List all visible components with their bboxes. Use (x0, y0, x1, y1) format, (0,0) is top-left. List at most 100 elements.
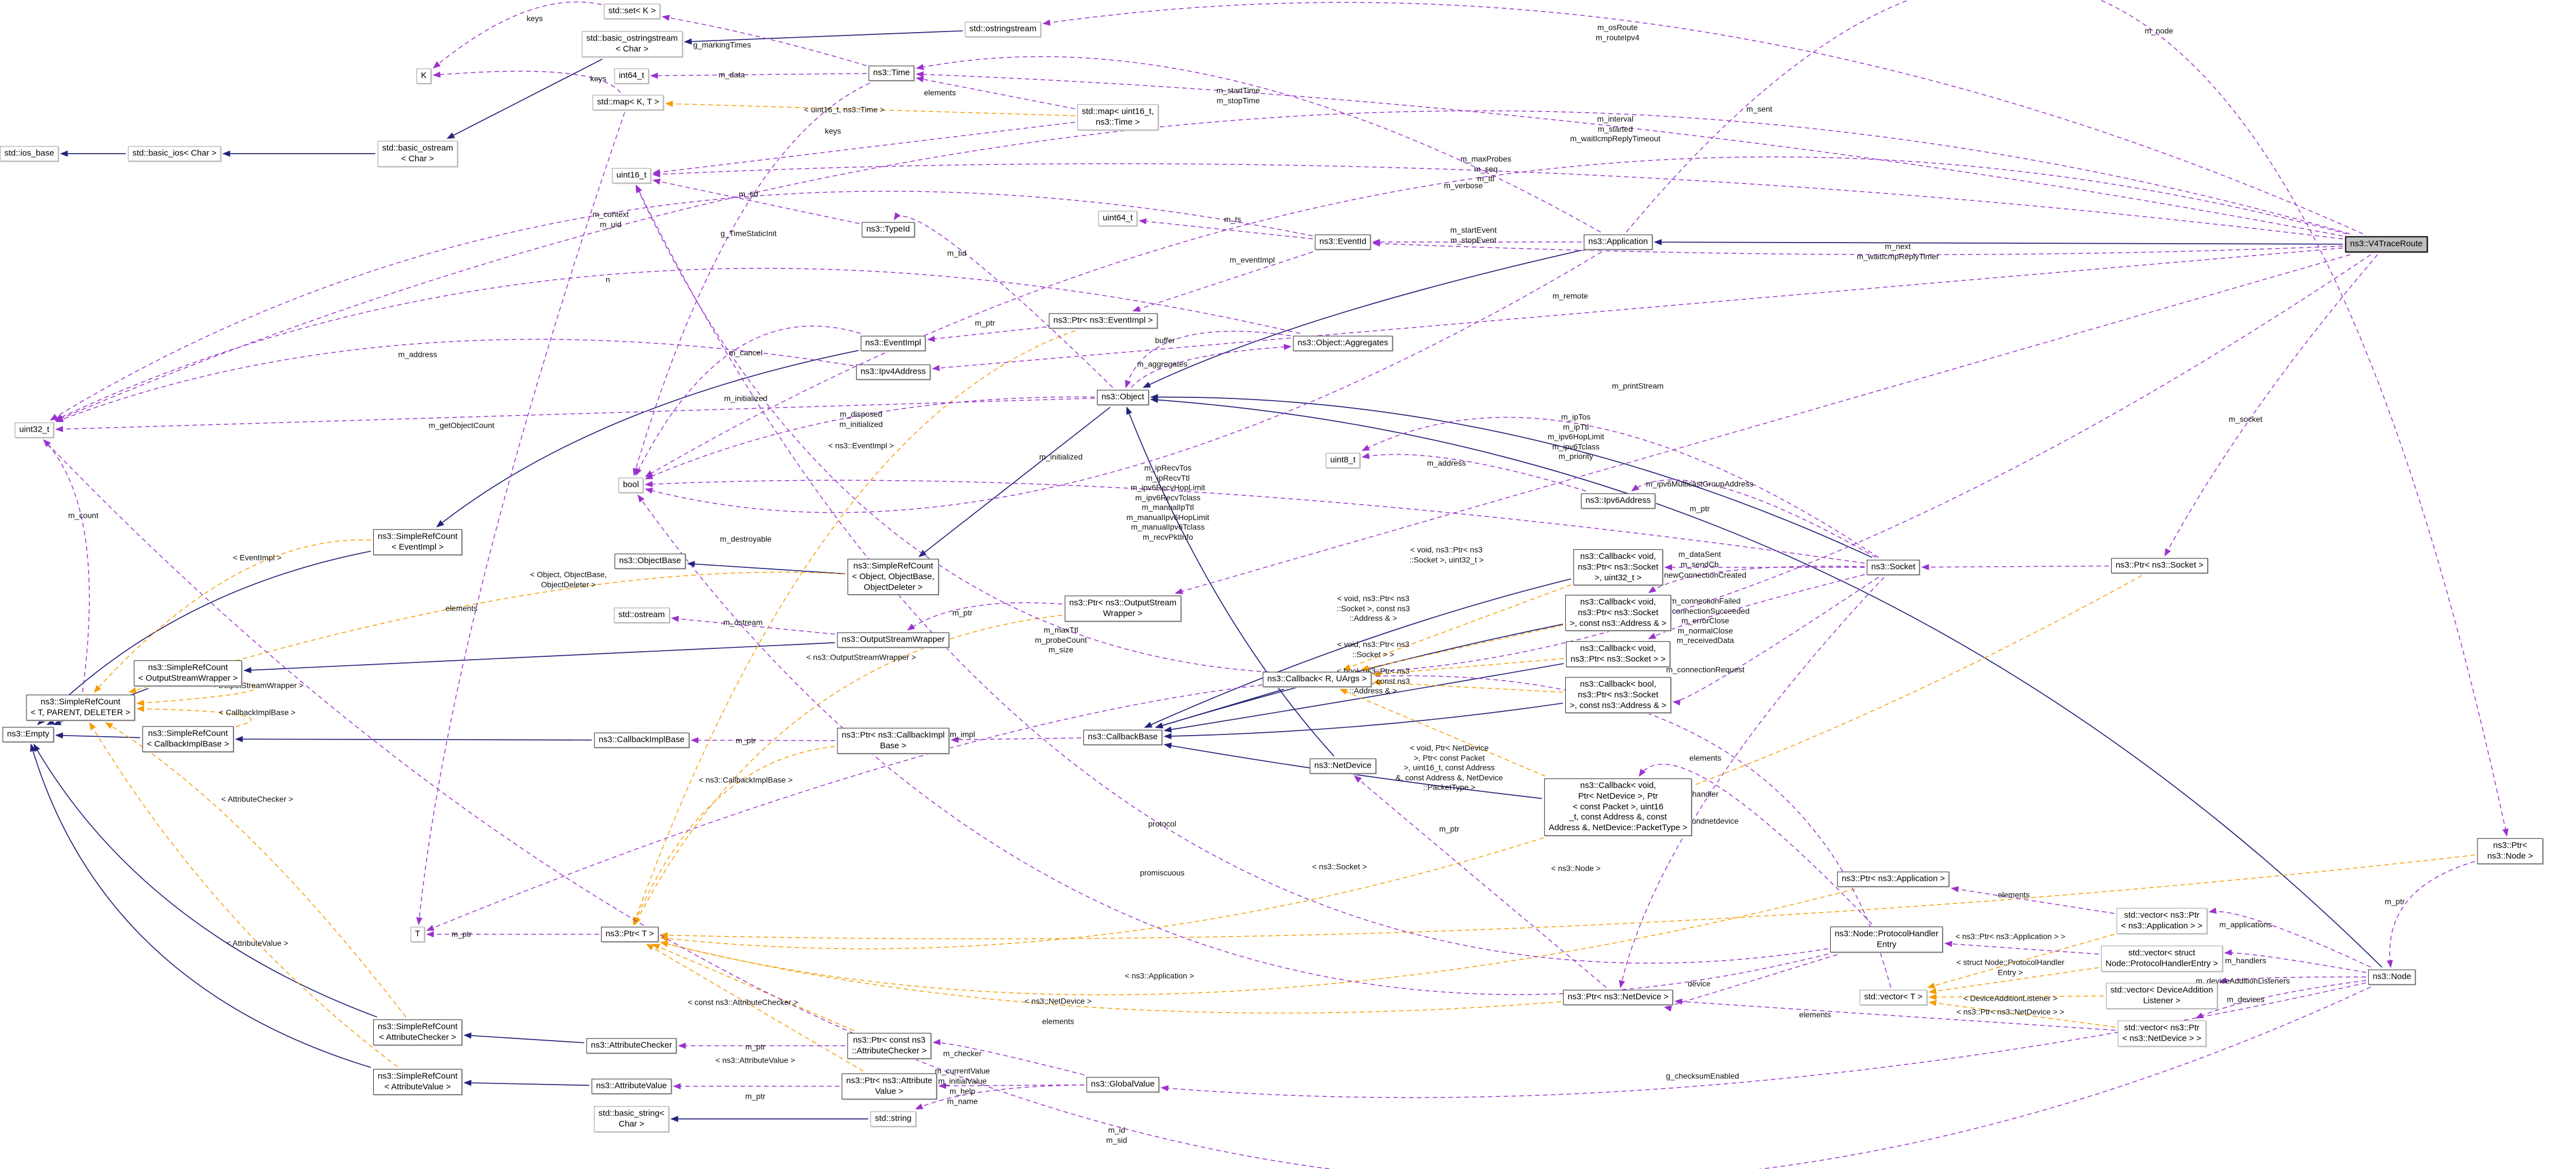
class-box-std_string[interactable]: std::string (870, 1111, 916, 1127)
class-box-ns3_osw[interactable]: ns3::OutputStreamWrapper (837, 632, 949, 648)
edge-label: < AttributeValue > (226, 938, 289, 948)
class-box-ns3_attributechecker[interactable]: ns3::AttributeChecker (586, 1038, 677, 1054)
class-box-ns3_ptr_cib[interactable]: ns3::Ptr< ns3::CallbackImpl Base > (837, 728, 949, 754)
edge-label: m_ptr (745, 1091, 765, 1101)
class-box-ns3_ptr_t[interactable]: ns3::Ptr< T > (601, 926, 659, 942)
edge-ns3_socket-to-uint8_t (1361, 416, 1879, 558)
edge-ns3_typeid-to-uint16_t (652, 178, 860, 225)
class-box-ns3_typeid[interactable]: ns3::TypeId (862, 222, 915, 238)
class-box-ns3_ptr_application[interactable]: ns3::Ptr< ns3::Application > (1837, 871, 1950, 887)
class-box-ns3_ptr_eventimpl[interactable]: ns3::Ptr< ns3::EventImpl > (1049, 313, 1158, 329)
class-box-vec_ptr_nd[interactable]: std::vector< ns3::Ptr < ns3::NetDevice >… (2117, 1020, 2206, 1046)
class-box-uint8_t[interactable]: uint8_t (1325, 453, 1360, 468)
edge-label: m_id m_sid (1106, 1125, 1127, 1145)
edge-label: m_verbose (1444, 181, 1483, 190)
class-box-std_set_k[interactable]: std::set< K > (603, 3, 661, 19)
class-box-uint16_t[interactable]: uint16_t (612, 168, 651, 183)
class-box-std_basic_string[interactable]: std::basic_string< Char > (594, 1106, 669, 1132)
class-box-cb_void_socket_u32[interactable]: ns3::Callback< void, ns3::Ptr< ns3::Sock… (1573, 549, 1663, 586)
class-box-ns3_v4traceroute[interactable]: ns3::V4TraceRoute (2345, 236, 2428, 253)
class-box-ns3_callbackimplbase[interactable]: ns3::CallbackImplBase (594, 732, 689, 748)
edge-ns3_attributechecker-to-src_ac (463, 1032, 585, 1043)
edge-std_vector_t-to-t (426, 675, 1892, 988)
class-box-uint64_t[interactable]: uint64_t (1098, 210, 1137, 226)
class-box-std_ostream[interactable]: std::ostream (613, 607, 670, 623)
edge-label: < ns3::CallbackImplBase > (698, 775, 793, 785)
class-box-src_av[interactable]: ns3::SimpleRefCount < AttributeValue > (373, 1069, 462, 1095)
edge-ns3_ptr_osw-to-ns3_osw (907, 602, 1063, 631)
class-box-src_ac[interactable]: ns3::SimpleRefCount < AttributeChecker > (373, 1019, 462, 1045)
class-box-ns3_netdevice[interactable]: ns3::NetDevice (1310, 758, 1376, 774)
class-box-ns3_socket[interactable]: ns3::Socket (1866, 559, 1920, 575)
class-box-ns3_ptr_netdevice[interactable]: ns3::Ptr< ns3::NetDevice > (1563, 989, 1673, 1005)
class-box-ns3_globalvalue[interactable]: ns3::GlobalValue (1086, 1077, 1159, 1092)
class-box-src_osw[interactable]: ns3::SimpleRefCount < OutputStreamWrappe… (133, 660, 243, 686)
class-box-ns3_eventimpl[interactable]: ns3::EventImpl (861, 335, 926, 351)
class-box-ns3_application[interactable]: ns3::Application (1584, 234, 1652, 250)
edge-label: m_connectionFailed m_connectionSucceeded… (1661, 596, 1750, 645)
class-box-ns3_time[interactable]: ns3::Time (868, 65, 915, 81)
class-box-std_basic_ios[interactable]: std::basic_ios< Char > (128, 146, 221, 162)
class-box-ns3_node_phe[interactable]: ns3::Node::ProtocolHandler Entry (1830, 926, 1943, 952)
class-box-std_ostringstream[interactable]: std::ostringstream (965, 21, 1041, 37)
class-box-std_basic_ostream[interactable]: std::basic_ostream < Char > (378, 141, 458, 167)
edge-label: m_remote (1552, 291, 1588, 301)
class-box-uint32_t[interactable]: uint32_t (15, 422, 54, 438)
edge-label: m_devices (2226, 995, 2265, 1004)
class-box-ns3_eventid[interactable]: ns3::EventId (1315, 234, 1371, 250)
edge-label: keys (825, 126, 841, 136)
class-box-src_t[interactable]: ns3::SimpleRefCount < T, PARENT, DELETER… (26, 695, 135, 720)
class-box-ns3_ptr_socket[interactable]: ns3::Ptr< ns3::Socket > (2111, 558, 2208, 574)
edge-ns3_socket-to-cb_void_socket_addr (1648, 566, 1865, 593)
class-box-bool[interactable]: bool (618, 477, 644, 493)
edge-label: m_ptr (745, 1042, 765, 1051)
class-box-ns3_ptr_osw[interactable]: ns3::Ptr< ns3::OutputStream Wrapper > (1064, 595, 1181, 621)
class-box-src_object[interactable]: ns3::SimpleRefCount < Object, ObjectBase… (847, 558, 939, 595)
class-box-ns3_node[interactable]: ns3::Node (2368, 969, 2416, 985)
class-box-ns3_object_aggregates[interactable]: ns3::Object::Aggregates (1293, 335, 1393, 351)
edge-cb_netdevice-to-ns3_callbackbase (1163, 742, 1543, 799)
edge-ns3_netdevice-to-ns3_object (1126, 406, 1334, 757)
class-box-cb_bool_socket_addr[interactable]: ns3::Callback< bool, ns3::Ptr< ns3::Sock… (1565, 677, 1671, 714)
class-box-vec_phe[interactable]: std::vector< struct Node::ProtocolHandle… (2101, 946, 2223, 971)
class-box-vec_ptr_app[interactable]: std::vector< ns3::Ptr < ns3::Application… (2116, 908, 2207, 934)
edge-ns3_socket-to-ns3_ipv6address (1631, 479, 1876, 558)
class-box-ns3_ipv6address[interactable]: ns3::Ipv6Address (1581, 493, 1655, 509)
class-box-std_basic_ostringstream[interactable]: std::basic_ostringstream < Char > (581, 31, 683, 57)
class-box-ns3_ptr_av[interactable]: ns3::Ptr< ns3::Attribute Value > (841, 1073, 937, 1099)
edge-src_ac-to-src_t (105, 722, 406, 1018)
class-box-vec_dal[interactable]: std::vector< DeviceAddition Listener > (2105, 983, 2218, 1009)
class-box-ns3_ptr_const_ac[interactable]: ns3::Ptr< const ns3 ::AttributeChecker > (847, 1033, 931, 1059)
class-box-ns3_attributevalue[interactable]: ns3::AttributeValue (592, 1078, 671, 1094)
class-box-std_vector_t[interactable]: std::vector< T > (1860, 989, 1927, 1005)
class-box-ns3_callbackbase[interactable]: ns3::CallbackBase (1083, 729, 1163, 745)
edge-ns3_node-to-vec_ptr_app (2208, 907, 2371, 968)
class-box-std_ios_base[interactable]: std::ios_base (0, 146, 59, 162)
edge-ns3_eventid-to-uint32_t (50, 191, 1313, 421)
class-box-ns3_ipv4address[interactable]: ns3::Ipv4Address (856, 364, 930, 380)
class-box-k[interactable]: K (416, 68, 432, 84)
class-box-ns3_objectbase[interactable]: ns3::ObjectBase (614, 553, 686, 569)
class-box-cb_void_socket_addr[interactable]: ns3::Callback< void, ns3::Ptr< ns3::Sock… (1565, 594, 1671, 631)
class-box-cb_r_uargs[interactable]: ns3::Callback< R, UArgs > (1262, 671, 1372, 687)
class-box-src_eventimpl[interactable]: ns3::SimpleRefCount < EventImpl > (373, 529, 462, 555)
class-box-cb_netdevice[interactable]: ns3::Callback< void, Ptr< NetDevice >, P… (1544, 778, 1692, 836)
class-box-t[interactable]: T (410, 926, 425, 942)
class-box-int64_t[interactable]: int64_t (614, 68, 649, 84)
edge-ns3_v4traceroute-to-bool (644, 156, 2347, 477)
edge-ns3_node-to-ns3_globalvalue (1161, 982, 2367, 1098)
class-box-src_cib[interactable]: ns3::SimpleRefCount < CallbackImplBase > (142, 726, 234, 752)
edge-ns3_node-to-ns3_object (1150, 397, 2382, 968)
class-box-std_map_u16_time[interactable]: std::map< uint16_t, ns3::Time > (1077, 104, 1158, 130)
edge-vec_ptr_app-to-ns3_ptr_application (1951, 886, 2114, 914)
edge-ns3_v4traceroute-to-std_ostringstream (1042, 2, 2363, 235)
class-box-ns3_object[interactable]: ns3::Object (1097, 389, 1149, 405)
edge-ns3_object_aggregates-to-uint32_t (54, 267, 1301, 421)
class-box-ns3_empty[interactable]: ns3::Empty (2, 727, 54, 742)
class-box-ns3_ptr_node[interactable]: ns3::Ptr< ns3::Node > (2477, 838, 2543, 864)
edge-src_cib-to-src_t (136, 705, 252, 727)
class-box-std_map_k_t[interactable]: std::map< K, T > (592, 95, 664, 110)
class-box-cb_void_socket[interactable]: ns3::Callback< void, ns3::Ptr< ns3::Sock… (1566, 641, 1670, 667)
edge-label: < uint16_t, ns3::Time > (804, 105, 885, 114)
